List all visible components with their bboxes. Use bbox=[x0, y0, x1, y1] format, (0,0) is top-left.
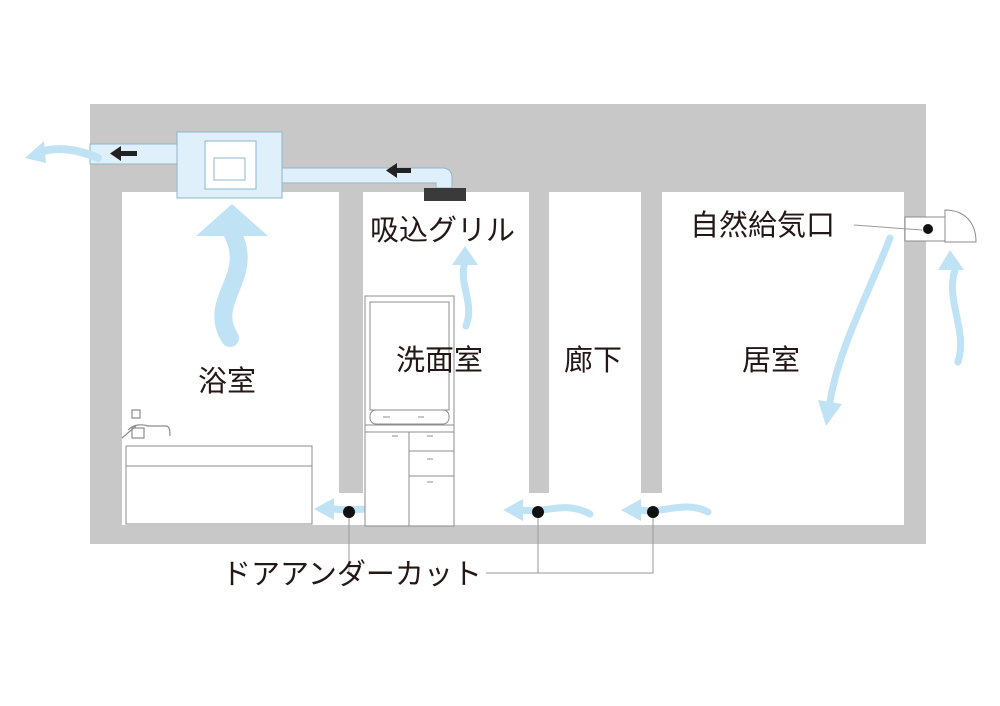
living-room-label: 居室 bbox=[742, 343, 800, 377]
supply-inflow-arrow bbox=[938, 250, 965, 366]
air-inlet-leader-line bbox=[853, 224, 923, 231]
hallway-label: 廊下 bbox=[564, 343, 622, 377]
natural-air-inlet-label: 自然給気口 bbox=[690, 208, 835, 242]
bathtub bbox=[125, 445, 313, 525]
faucet-icon bbox=[121, 409, 171, 439]
door-undercut-markers bbox=[343, 506, 659, 518]
bathroom-label: 浴室 bbox=[198, 364, 256, 398]
living-room-airflow bbox=[818, 234, 894, 426]
duct-flow-arrow-left bbox=[110, 146, 137, 161]
fan-core bbox=[213, 157, 246, 181]
exhaust-outflow-arrow bbox=[25, 141, 102, 163]
vanity-cabinet bbox=[364, 295, 455, 527]
intake-grille-label: 吸込グリル bbox=[370, 213, 515, 247]
door-undercut-label: ドアアンダーカット bbox=[222, 557, 482, 591]
living-room bbox=[662, 192, 904, 525]
washroom-upward-airflow bbox=[452, 246, 478, 330]
door-undercut-leader-lines bbox=[348, 512, 654, 574]
undercut-airflow-hallway-right bbox=[621, 499, 712, 521]
bathroom-upward-airflow bbox=[196, 204, 268, 347]
undercut-airflow-hallway-left bbox=[503, 499, 594, 521]
washroom-label: 洗面室 bbox=[396, 343, 483, 377]
duct-flow-arrow-right bbox=[386, 163, 411, 178]
hallway-room bbox=[549, 192, 641, 525]
intake-grille bbox=[424, 188, 466, 201]
